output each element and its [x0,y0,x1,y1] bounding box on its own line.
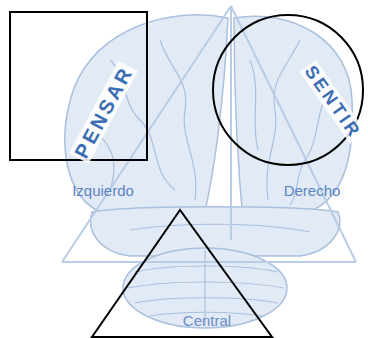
triangle-shape [92,210,272,337]
arc-word: SENTIR [300,60,367,144]
side-label: Izquierdo [70,182,136,199]
circle-shape [213,15,363,165]
part-label: Central [181,312,233,329]
side-label: Derecho [282,182,343,199]
brain-outline [65,15,353,328]
overlay-shapes [10,12,363,337]
pyramid-lines [62,6,356,262]
arc-word: PENSAR [70,60,139,163]
